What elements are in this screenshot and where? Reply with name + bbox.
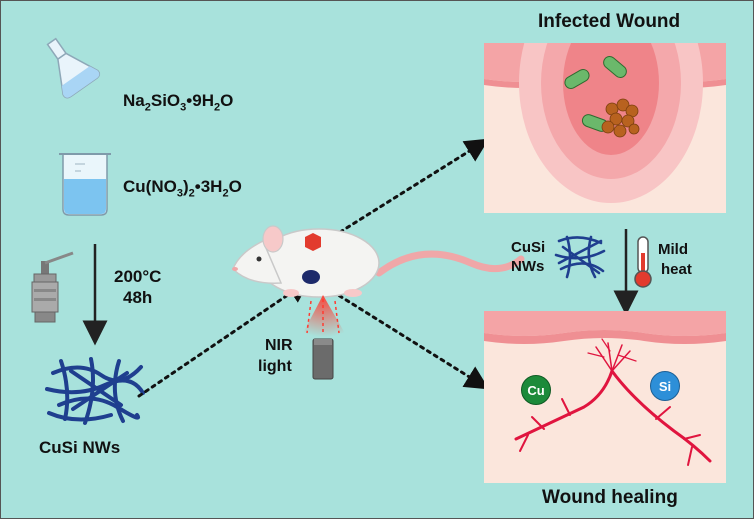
cu-ion-label: Cu [527,382,545,398]
product-label: CuSi NWs [39,438,121,457]
nir-label-line2: light [258,358,292,375]
infected-wound-panel [484,43,726,213]
mild-heat-line1: Mild [658,241,688,258]
injection-arrow [137,279,311,398]
mild-heat-line2: heat [661,261,692,278]
thermometer-icon [634,236,652,288]
middle-nw-label-line2: NWs [511,258,545,275]
nanowire-small-cluster [554,235,606,279]
temperature-label: 200°C [114,267,162,286]
silicate-formula: Na2SiO3•9H2O [123,91,234,114]
beaker-icon [59,153,111,216]
middle-nw-label-line1: CuSi [511,239,546,256]
wound-healing-title: Wound healing [542,487,678,508]
wound-healing-panel [484,311,726,483]
infected-wound-illustration [484,43,726,213]
wound-healing-illustration [484,311,726,483]
autoclave-icon [31,251,74,323]
bacteria-cocci [601,98,640,138]
cu-ion-badge: Cu [521,375,551,405]
mouse-icon [232,225,525,298]
si-ion-label: Si [658,378,672,394]
bacteria-rods [564,56,627,132]
infected-wound-title: Infected Wound [538,11,681,32]
flask-icon [46,37,101,99]
si-ion-badge: Si [650,371,680,401]
nir-label-line1: NIR [265,337,293,354]
nanowire-cluster [45,357,145,425]
copper-nitrate-formula: Cu(NO3)2•3H2O [123,177,242,200]
nir-laser-icon [301,295,347,380]
blood-vessels [514,338,712,466]
to-healing-arrow [317,281,490,390]
time-label: 48h [123,288,153,307]
